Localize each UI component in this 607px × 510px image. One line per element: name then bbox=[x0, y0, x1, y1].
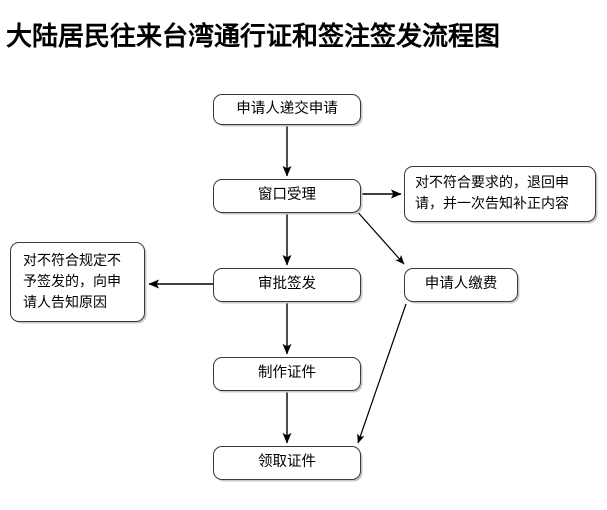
node-make-document[interactable]: 制作证件 bbox=[213, 357, 361, 391]
node-window-accept-label: 窗口受理 bbox=[258, 187, 316, 204]
node-no-issue-notify-label: 对不符合规定不 予签发的，向申 请人告知原因 bbox=[23, 252, 121, 311]
node-window-accept[interactable]: 窗口受理 bbox=[213, 179, 361, 213]
node-applicant-pay-label: 申请人缴费 bbox=[424, 276, 498, 293]
node-submit-label: 申请人递交申请 bbox=[236, 100, 338, 117]
node-reject-return-label: 对不符合要求的，退回申 请，并一次告知补正内容 bbox=[415, 175, 569, 212]
node-approve-issue-label: 审批签发 bbox=[258, 276, 316, 293]
edge-window-to-pay bbox=[354, 208, 405, 265]
page-title: 大陆居民往来台湾通行证和签注签发流程图 bbox=[6, 22, 501, 52]
node-applicant-pay[interactable]: 申请人缴费 bbox=[404, 268, 518, 302]
node-reject-return[interactable]: 对不符合要求的，退回申 请，并一次告知补正内容 bbox=[404, 166, 596, 222]
node-collect-document[interactable]: 领取证件 bbox=[213, 446, 361, 480]
node-no-issue-notify[interactable]: 对不符合规定不 予签发的，向申 请人告知原因 bbox=[10, 242, 145, 322]
node-approve-issue[interactable]: 审批签发 bbox=[213, 268, 361, 302]
node-submit[interactable]: 申请人递交申请 bbox=[213, 94, 361, 125]
edge-pay-to-collect bbox=[357, 303, 407, 444]
node-make-document-label: 制作证件 bbox=[258, 365, 316, 382]
node-collect-document-label: 领取证件 bbox=[258, 454, 316, 471]
